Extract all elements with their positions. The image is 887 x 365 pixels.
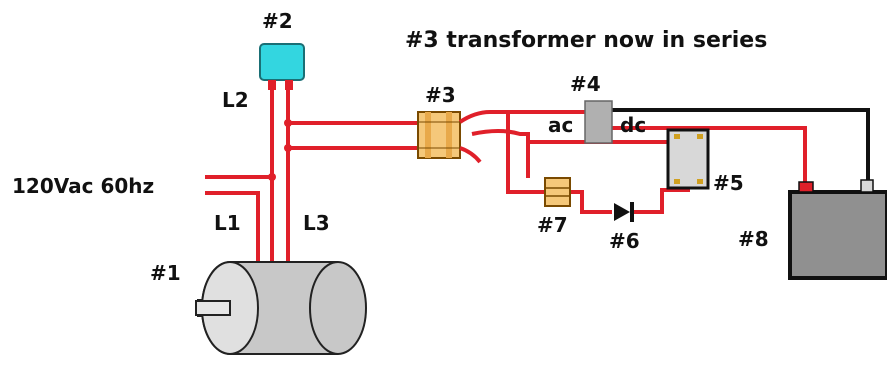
- component-2-label: #2: [262, 9, 293, 33]
- component-7-part: [544, 177, 571, 207]
- component-5-label: #5: [713, 171, 744, 195]
- supply-label: 120Vac 60hz: [12, 174, 154, 198]
- component-8-label: #8: [738, 227, 769, 251]
- diode-6: [614, 202, 634, 222]
- line-label-l3: L3: [303, 211, 330, 235]
- component-3-label: #3: [425, 83, 456, 107]
- transformer-feed-wires: [288, 121, 418, 150]
- relay-5: [666, 128, 710, 190]
- junction-dots: [268, 119, 292, 181]
- secondary-wires: [458, 110, 807, 214]
- rectifier-4: [584, 100, 613, 144]
- line-label-l1: L1: [214, 211, 241, 235]
- transformer-3: [417, 111, 461, 159]
- component-6-label: #6: [609, 229, 640, 253]
- black-wire: [612, 108, 870, 183]
- line-label-l2: L2: [222, 88, 249, 112]
- battery-8: [788, 179, 887, 280]
- rectifier-dc-label: dc: [620, 113, 646, 137]
- supply-wires: [205, 175, 274, 265]
- component-7-label: #7: [537, 213, 568, 237]
- rectifier-ac-label: ac: [548, 113, 573, 137]
- component-1-label: #1: [150, 261, 181, 285]
- line-wires: [270, 80, 290, 265]
- component-4-label: #4: [570, 72, 601, 96]
- diagram-title: #3 transformer now in series: [405, 28, 767, 53]
- motor-1: [195, 261, 367, 355]
- component-2-device: [259, 43, 305, 90]
